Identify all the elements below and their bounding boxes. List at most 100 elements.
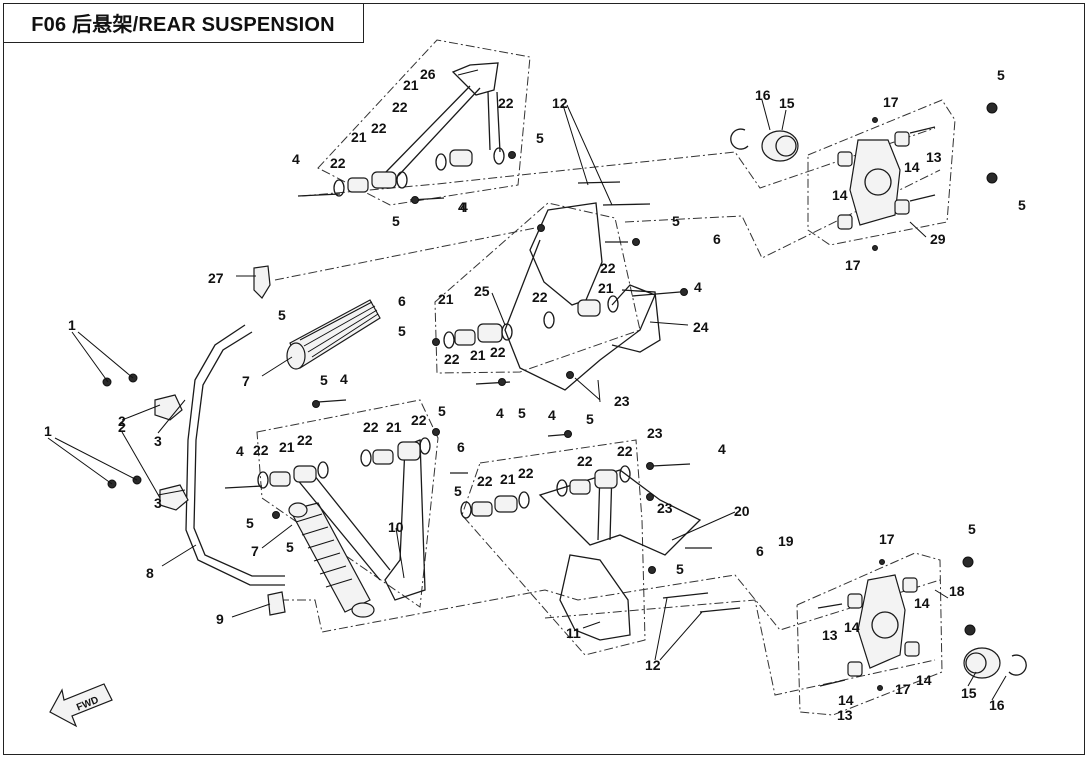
upper-arm-bushing-small [347,177,369,193]
shock-lower-top [288,502,308,518]
lower-left-arm-bushing-4 [269,471,291,487]
callout-label-c21f: 21 [279,439,295,455]
callout-label-c21b: 21 [403,77,419,93]
callout-label-c5f: 5 [438,403,446,419]
upper-knuckle-pin-13 [909,126,936,134]
lower-arm-bushing-21b [494,495,518,513]
upper-arm-bushing-22 [449,149,473,167]
callout-label-c15b: 15 [961,685,977,701]
lower-arm-knuckle-11 [559,554,631,641]
lower-arm-group-outline [461,439,646,656]
leader-23 [574,377,601,403]
upper-knuckle-pin-17b [872,245,878,251]
lower-arm-nut-23 [646,493,654,501]
upper-knuckle-bush-14b [837,214,853,230]
callout-label-c5m: 5 [518,405,526,421]
leader-2b [121,431,161,499]
middle-arm-nut-lower [498,378,506,386]
upper-arm-group-outline [317,39,531,206]
shock-lower-spring [289,502,371,613]
shock-absorber-upper [286,299,381,370]
axis-line-lower [280,574,941,633]
lower-circlip-16 [1008,654,1027,676]
callout-label-c5g: 5 [246,515,254,531]
callout-label-c4d: 4 [236,443,244,459]
leader-18 [934,589,949,599]
lower-bearing-15 [963,647,1001,679]
upper-knuckle-pin-13b [909,194,936,202]
lower-arm-nut-top [564,430,572,438]
callout-label-c22p: 22 [617,443,633,459]
middle-arm-bushing-small [454,329,476,346]
middle-arm-assembly [432,202,688,391]
callout-label-c5h: 5 [286,539,294,555]
upper-bolt-12b [602,203,651,206]
callout-label-c5e: 5 [320,372,328,388]
leader-10 [395,527,405,579]
lower-bolt-12 [662,592,709,599]
lower-left-arm-washer-2 [317,461,329,479]
callout-label-c9: 9 [216,611,224,627]
callout-label-c2b: 2 [118,413,126,429]
callout-label-c22k: 22 [363,419,379,435]
axis-line-lower-2 [544,599,936,696]
callout-label-c5l: 5 [672,213,680,229]
lower-arm-washer [460,501,472,519]
leader-1 [71,331,134,383]
callout-label-c17: 17 [883,94,899,110]
middle-arm-nut-top [537,224,545,232]
lower-left-arm-bushing [397,441,421,461]
upper-arm-washer-3 [435,153,447,171]
callout-label-c22b: 22 [371,120,387,136]
callout-label-c21g: 21 [386,419,402,435]
leader-12 [562,104,613,206]
callout-label-c22m: 22 [477,473,493,489]
lower-arm-washer-4 [619,465,631,483]
leader-26 [457,69,479,76]
lower-left-arm-washer [257,471,269,489]
leader-29 [909,221,927,238]
callout-label-c10: 10 [388,519,404,535]
shock-lower-coils [295,513,353,588]
leader-24 [649,321,689,326]
callout-label-c14c: 14 [838,692,854,708]
callout-label-c13c: 13 [837,707,853,723]
drawing-frame [3,3,1085,755]
callout-label-c1b: 1 [44,423,52,439]
callout-label-c27: 27 [208,270,224,286]
stabilizer-clamp-lower [159,484,189,511]
upper-knuckle [577,102,998,251]
lower-knuckle [662,556,1027,691]
lower-bolt-12b [699,607,741,613]
leader-3b [157,489,186,496]
upper-knuckle-nut-5b [986,172,998,184]
callout-label-c5n: 5 [997,67,1005,83]
callout-label-c4c: 4 [340,371,348,387]
stabilizer-bar-outer [185,324,285,586]
upper-knuckle-pin-17 [872,117,878,123]
lower-left-arm-bolt-top [317,399,347,403]
callout-label-c22i: 22 [253,442,269,458]
lower-left-arm-bushing-3 [293,465,317,483]
middle-arm-washer-2 [501,323,513,341]
lower-knuckle-bush-14c [902,577,918,593]
callout-label-c4i: 4 [458,199,466,215]
callout-label-c21h: 21 [500,471,516,487]
callout-label-c7: 7 [242,373,250,389]
leader-2 [121,404,161,421]
lower-arm-washer-3 [556,479,568,497]
callout-label-c23: 23 [614,393,630,409]
callout-label-c17d: 17 [895,681,911,697]
leader-7b [261,524,293,549]
lower-left-arm-washer-3 [360,449,372,467]
callout-label-c15: 15 [779,95,795,111]
axis-line-shock-top [274,227,536,281]
callout-label-c5p: 5 [968,521,976,537]
upper-bearing-inner [775,135,797,157]
shock-upper-coils [299,301,379,358]
callout-label-c5b: 5 [392,213,400,229]
leader-12b [654,597,703,661]
callout-label-c21e: 21 [470,347,486,363]
